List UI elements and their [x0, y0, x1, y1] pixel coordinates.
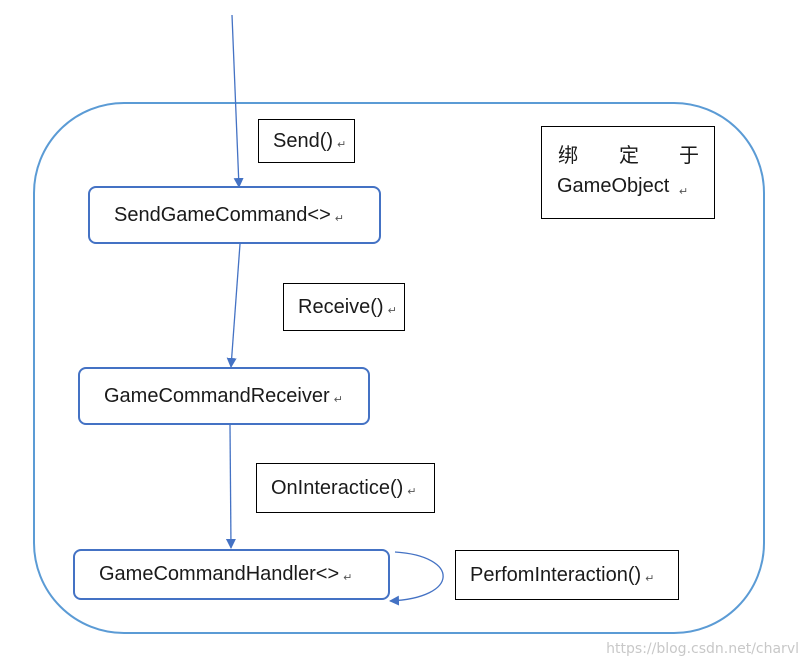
arrow-self-loop: [389, 551, 444, 606]
node-game-command-handler-text: GameCommandHandler<>: [99, 563, 340, 585]
paragraph-return-icon: ↵: [343, 572, 353, 584]
arrow-send-to-receiver: [226, 243, 241, 368]
paragraph-return-icon: ↵: [387, 304, 397, 317]
paragraph-return-icon: ↵: [407, 485, 417, 498]
note-line-1: 绑 定 于: [542, 139, 714, 167]
paragraph-return-icon: ↵: [334, 212, 345, 225]
note-char-1: 绑: [558, 145, 578, 167]
note-gameobject-text: GameObject: [557, 175, 670, 197]
node-game-command-handler: GameCommandHandler<> ↵: [73, 549, 390, 600]
label-send-text: Send(): [273, 129, 334, 152]
node-send-game-command: SendGameCommand<> ↵: [88, 186, 381, 244]
note-line-2: GameObject ↵: [557, 175, 688, 198]
paragraph-return-icon: ↵: [337, 138, 347, 151]
node-send-game-command-text: SendGameCommand<>: [114, 203, 331, 226]
label-send: Send() ↵: [258, 119, 355, 163]
label-perfom-interaction: PerfomInteraction() ↵: [455, 550, 679, 600]
label-receive: Receive() ↵: [283, 283, 405, 331]
arrow-entry: [231, 14, 244, 188]
note-char-3: 于: [679, 145, 699, 167]
label-receive-text: Receive(): [298, 295, 384, 318]
container-outline: [33, 102, 765, 634]
node-game-command-receiver-text: GameCommandReceiver: [104, 384, 330, 407]
paragraph-return-icon: ↵: [333, 393, 343, 406]
paragraph-return-icon: ↵: [678, 186, 689, 198]
paragraph-return-icon: ↵: [645, 572, 655, 585]
note-bound-to-gameobject: 绑 定 于 GameObject ↵: [541, 126, 715, 219]
label-on-interactice-text: OnInteractice(): [271, 476, 404, 499]
note-char-2: 定: [619, 145, 639, 167]
arrow-receiver-to-handler: [225, 424, 236, 549]
label-on-interactice: OnInteractice() ↵: [256, 463, 435, 513]
watermark: https://blog.csdn.net/charvl: [606, 641, 799, 657]
node-game-command-receiver: GameCommandReceiver ↵: [78, 367, 370, 425]
label-perfom-interaction-text: PerfomInteraction(): [470, 563, 642, 586]
